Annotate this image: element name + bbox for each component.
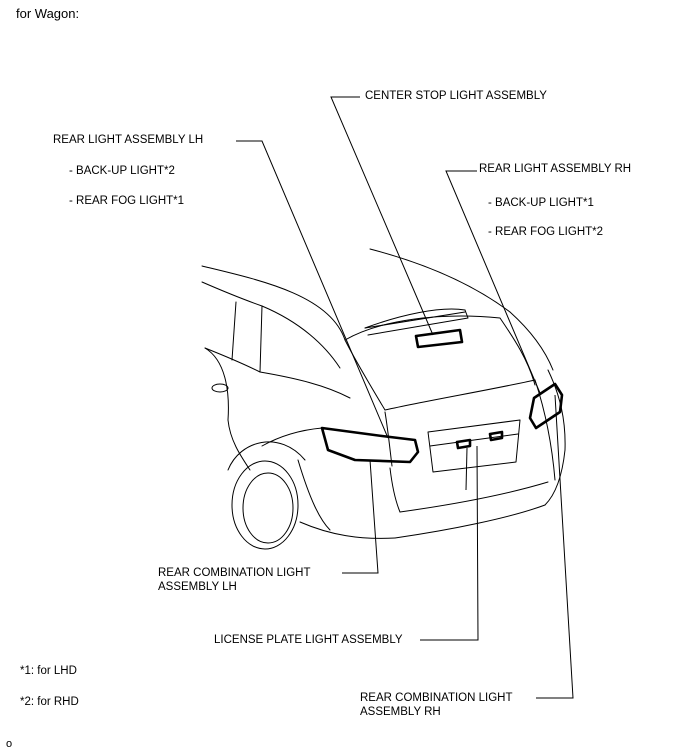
license-plate-light-label: LICENSE PLATE LIGHT ASSEMBLY [214, 634, 403, 646]
rear-light-rh-label: REAR LIGHT ASSEMBLY RH [479, 163, 632, 175]
figure-code: o [6, 738, 13, 750]
rear-light-lh-backup-label: - BACK-UP LIGHT*2 [69, 165, 175, 177]
rear-light-rh-backup-label: - BACK-UP LIGHT*1 [488, 197, 594, 209]
license-plate-light-lh-shape [455, 438, 472, 450]
rear-combination-light-lh-shape [320, 426, 420, 464]
note-lhd: *1: for LHD [20, 665, 77, 677]
rear-combination-light-lh-label-line1: REAR COMBINATION LIGHT [158, 567, 311, 579]
rear-light-rh-fog-label: - REAR FOG LIGHT*2 [488, 226, 604, 238]
page-title: for Wagon: [16, 6, 80, 21]
center-stop-light-shape [414, 328, 464, 349]
note-rhd: *2: for RHD [20, 696, 79, 708]
rear-combination-light-rh-label-line1: REAR COMBINATION LIGHT [360, 692, 513, 704]
rear-light-lh-fog-label: - REAR FOG LIGHT*1 [69, 195, 185, 207]
center-stop-light-label: CENTER STOP LIGHT ASSEMBLY [365, 90, 547, 102]
rear-combination-light-rh-label-line2: ASSEMBLY RH [360, 706, 441, 718]
leader-lines [236, 96, 574, 699]
rear-light-lh-label: REAR LIGHT ASSEMBLY LH [53, 134, 204, 146]
license-plate-light-rh-shape [488, 430, 504, 442]
rear-combination-light-lh-label-line2: ASSEMBLY LH [158, 581, 237, 593]
car-body-outline [201, 248, 566, 550]
rear-combination-light-rh-shape [528, 382, 564, 430]
